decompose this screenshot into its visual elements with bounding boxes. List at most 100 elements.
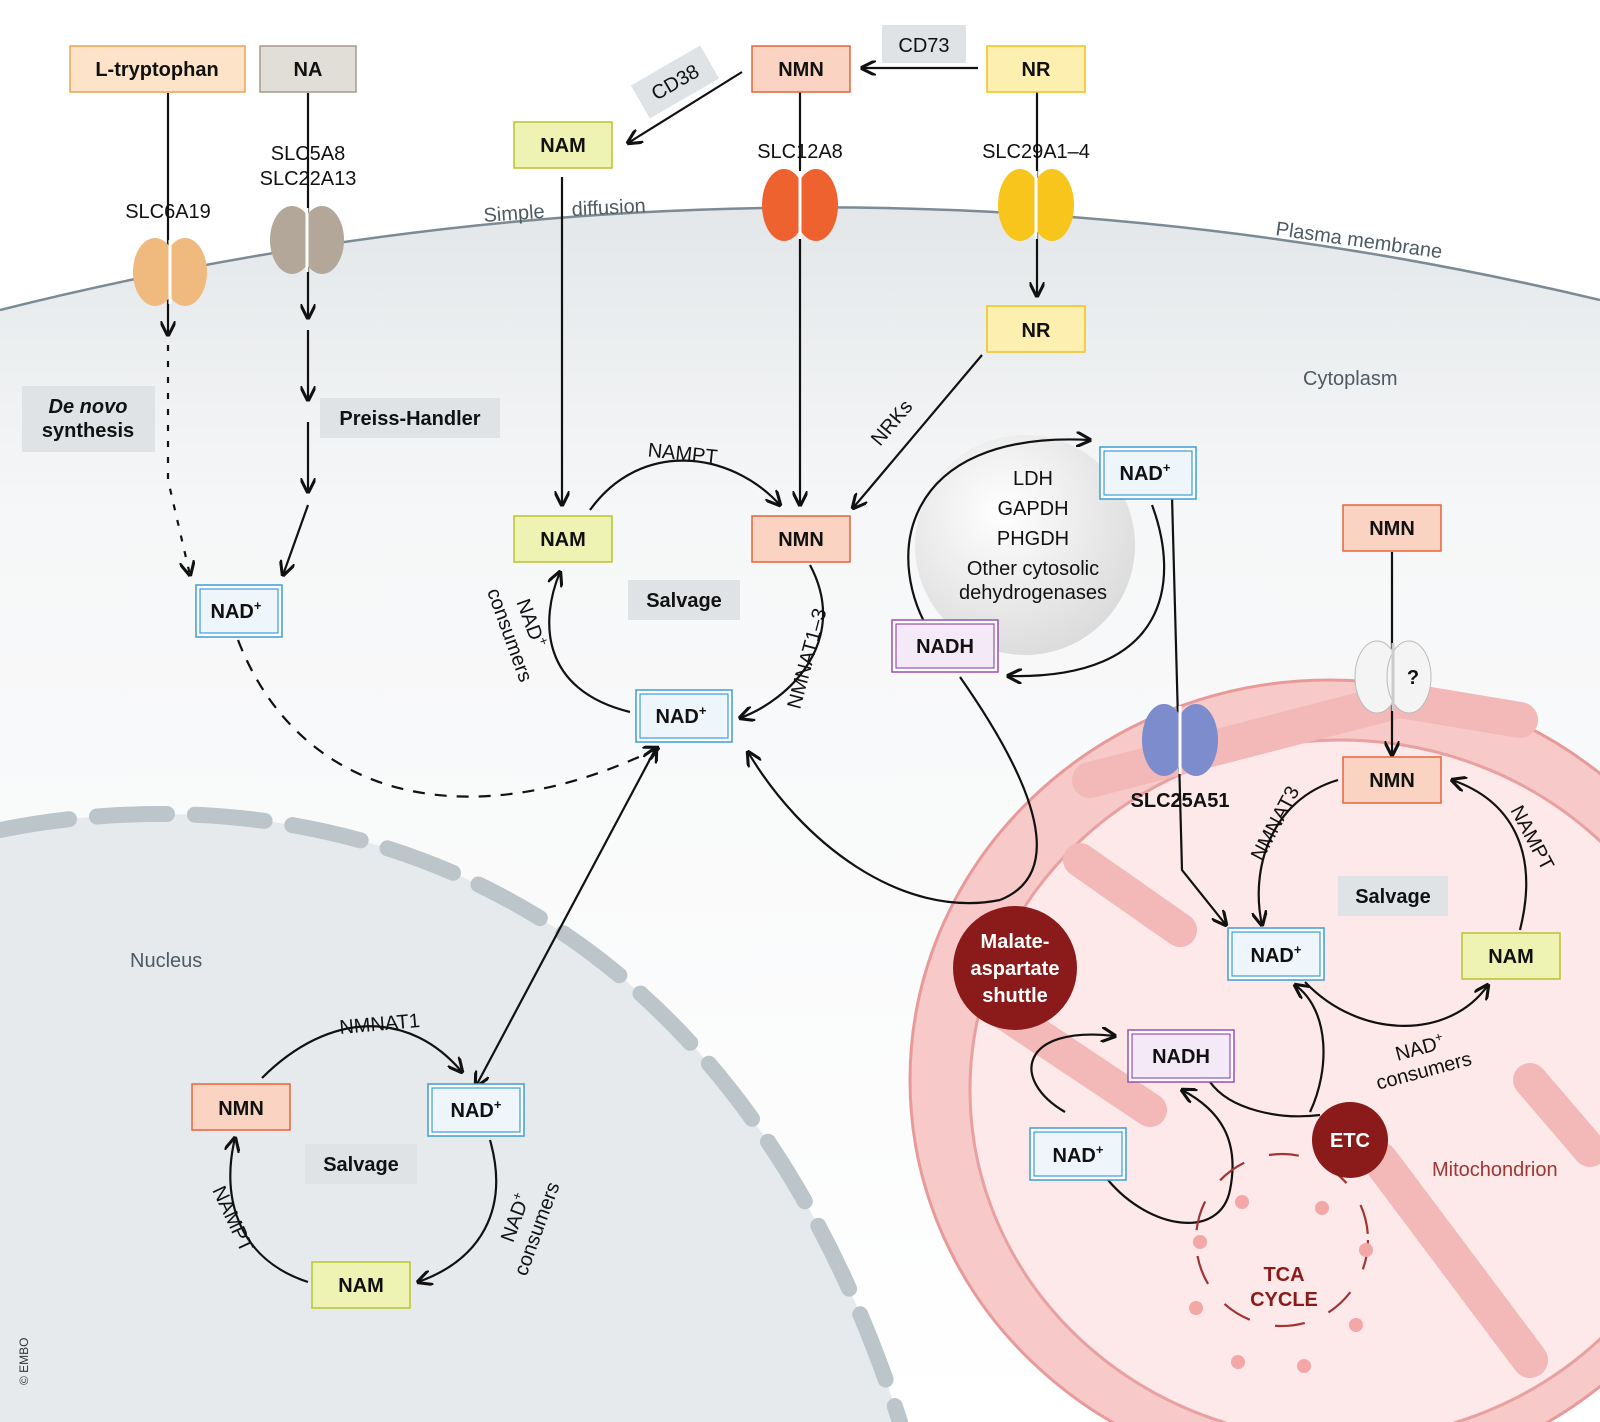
nadh-cyto-label: NADH	[916, 636, 974, 658]
nad-cyto-left-label: NAD+	[211, 598, 262, 623]
nad-nucleus-text: NAD	[451, 1100, 494, 1122]
de-novo-label-box	[22, 386, 155, 452]
dehydrogenase-4: Other cytosolic	[967, 558, 1099, 580]
nad-central-inner	[639, 693, 729, 739]
slc5a8-label: SLC5A8	[271, 143, 346, 165]
etc-circle	[1312, 1102, 1388, 1178]
transporter-slc12a8	[762, 169, 838, 241]
slc12a8-label: SLC12A8	[757, 141, 843, 163]
nmn-cyto-box	[751, 515, 851, 563]
slc29a-label: SLC29A1–4	[982, 141, 1090, 163]
nam-nucleus-box	[311, 1261, 411, 1309]
dehydrogenase-5: dehydrogenases	[959, 582, 1107, 604]
diffusion-label: diffusion	[571, 195, 646, 221]
nad-cyto-right-label: NAD+	[1120, 460, 1171, 485]
nad-mito-lower-inner	[1033, 1131, 1123, 1177]
pathway-arrows	[168, 68, 1528, 1282]
cd38-label-box	[630, 45, 720, 119]
cd73-label-box	[882, 25, 966, 63]
na-box	[259, 45, 357, 93]
nad-mito-lower-sup: +	[1096, 1142, 1104, 1157]
slc6a19-label: SLC6A19	[125, 201, 211, 223]
nucleus-label: Nucleus	[130, 950, 202, 972]
tca-line-1: TCA	[1263, 1264, 1304, 1286]
nam-mito-box	[1461, 932, 1561, 980]
transporter-unknown	[1354, 640, 1432, 714]
transporter-slc5a8	[270, 206, 344, 274]
cytoplasm-label: Cytoplasm	[1303, 368, 1397, 390]
shuttle-line-3: shuttle	[982, 985, 1048, 1007]
salvage-mito-label-box	[1338, 876, 1448, 916]
tca-line-2: CYCLE	[1250, 1289, 1318, 1311]
etc-label: ETC	[1330, 1130, 1370, 1152]
nad-nucleus-sup: +	[494, 1097, 502, 1112]
cd73-label: CD73	[898, 35, 949, 57]
mitochondrion-label: Mitochondrion	[1432, 1159, 1558, 1181]
nad-cyto-left-inner	[199, 588, 279, 634]
nmn-right-cyto-box	[1342, 504, 1442, 552]
dehydrogenase-3: PHGDH	[997, 528, 1069, 550]
nad-cyto-left-sup: +	[254, 598, 262, 613]
transporter-slc6a19	[133, 238, 207, 306]
nr-cyto-label: NR	[1022, 320, 1051, 342]
nmn-right-cyto-label: NMN	[1369, 518, 1415, 540]
nad-mito-text: NAD	[1251, 945, 1294, 967]
tca-cycle	[1189, 1152, 1373, 1373]
na-label: NA	[294, 59, 323, 81]
nam-cyto-box	[513, 515, 613, 563]
nmn-nucleus-box	[191, 1083, 291, 1131]
shuttle-line-1: Malate-	[981, 931, 1050, 953]
slc22a13-label: SLC22A13	[260, 168, 357, 190]
consumers-mito-sup: +	[1433, 1029, 1444, 1045]
mitochondrion	[908, 678, 1600, 1422]
nam-cyto-label: NAM	[540, 529, 586, 551]
nad-mito-lower-text: NAD	[1053, 1145, 1096, 1167]
transporter-slc29a	[998, 169, 1074, 241]
nmn-nucleus-label: NMN	[218, 1098, 264, 1120]
de-novo-label: De novo	[49, 396, 128, 418]
salvage-mito-label: Salvage	[1355, 886, 1431, 908]
nmn-top-box	[751, 45, 851, 93]
unknown-transporter-label: ?	[1407, 667, 1419, 689]
preiss-handler-label-box	[320, 398, 500, 438]
nad-cyto-right-sup: +	[1163, 460, 1171, 475]
dehydrogenase-2: GAPDH	[997, 498, 1068, 520]
nad-mito-inner	[1231, 931, 1321, 977]
salvage-cyto-label-box	[628, 580, 740, 620]
nad-central-sup: +	[699, 703, 707, 718]
nad-nucleus-inner	[431, 1087, 521, 1133]
nam-mito-label: NAM	[1488, 946, 1534, 968]
nmn-cyto-label: NMN	[778, 529, 824, 551]
nad-mito-label: NAD+	[1251, 942, 1302, 967]
simple-label: Simple	[483, 201, 546, 227]
nadh-mito-inner	[1131, 1033, 1231, 1079]
synthesis-label: synthesis	[42, 420, 134, 442]
tryptophan-box	[69, 45, 246, 93]
salvage-nucleus-label: Salvage	[323, 1154, 399, 1176]
salvage-cyto-label: Salvage	[646, 590, 722, 612]
nmn-top-label: NMN	[778, 59, 824, 81]
nr-top-box	[986, 45, 1086, 93]
dehydrogenase-1: LDH	[1013, 468, 1053, 490]
salvage-nucleus-label-box	[305, 1144, 417, 1184]
tryptophan-label: L-tryptophan	[95, 59, 218, 81]
nr-top-label: NR	[1022, 59, 1051, 81]
nam-top-label: NAM	[540, 135, 586, 157]
nad-nucleus-label: NAD+	[451, 1097, 502, 1122]
transporter-slc25a51	[1142, 704, 1218, 776]
shuttle-line-2: aspartate	[971, 958, 1060, 980]
nad-cyto-left-text: NAD	[211, 601, 254, 623]
preiss-handler-label: Preiss-Handler	[339, 408, 480, 430]
nam-nucleus-label: NAM	[338, 1275, 384, 1297]
nmn-mito-label: NMN	[1369, 770, 1415, 792]
nad-mito-sup: +	[1294, 942, 1302, 957]
dehydrogenase-sphere	[915, 435, 1135, 655]
slc25a51-label: SLC25A51	[1131, 790, 1230, 812]
nad-cyto-right-inner	[1103, 450, 1193, 496]
nad-central-label: NAD+	[656, 703, 707, 728]
copyright-label: © EMBO	[17, 1337, 31, 1385]
nad-central-text: NAD	[656, 706, 699, 728]
nmn-mito-box	[1342, 756, 1442, 804]
nr-cyto-box	[986, 305, 1086, 353]
